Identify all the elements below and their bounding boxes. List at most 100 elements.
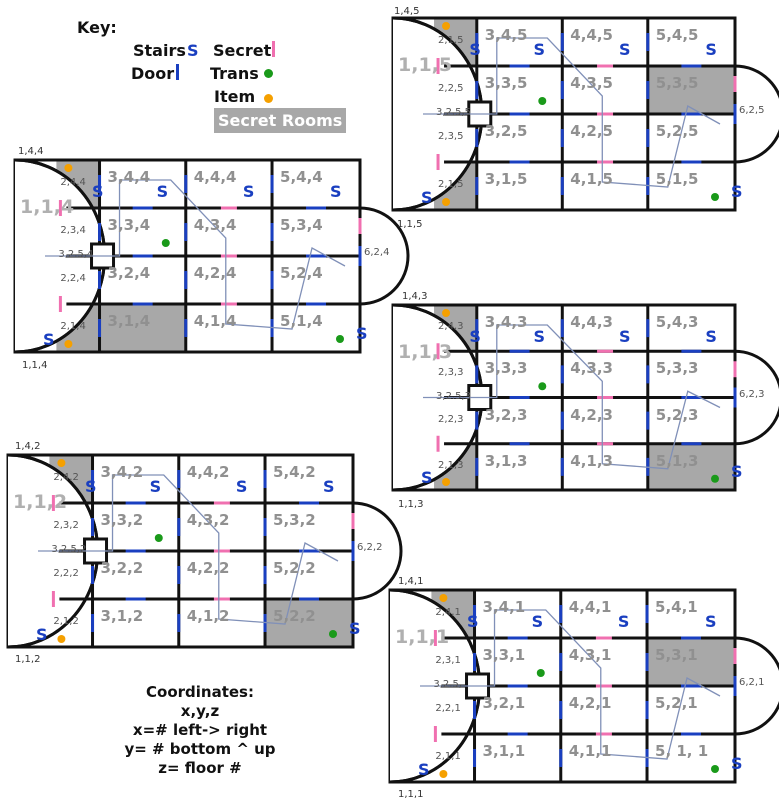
room-label: 3,1,5 (484, 170, 528, 188)
room-label: 3,2,4 (107, 264, 151, 282)
room-label: 2,3,2 (53, 520, 79, 531)
apse-label: 6,2,1 (739, 677, 765, 688)
room-label: 4,3,5 (570, 74, 613, 92)
apse-wall (734, 636, 779, 736)
center-label: 3,2.5, (433, 679, 463, 690)
room-label: 2,2,2 (53, 568, 79, 579)
stairs-icon: S (149, 477, 162, 496)
room-label: 4,3,1 (568, 646, 612, 664)
room-label: 3,4,2 (100, 463, 144, 481)
coordinates-legend: Coordinates: x,y,z x=# left-> right y= #… (95, 683, 305, 778)
apse-wall (734, 349, 779, 446)
stairs-icon: S (235, 477, 248, 496)
secret-room (647, 443, 735, 490)
room-label: 5,1,4 (280, 312, 323, 330)
stairs-icon: S (705, 40, 717, 59)
corner-label-top: 1,4,5 (394, 6, 420, 17)
stairs-icon: S (731, 462, 743, 481)
secret-rooms-swatch: Secret Rooms (214, 108, 347, 133)
room-label: 4,2,4 (193, 264, 237, 282)
room-label: 5,4,2 (273, 463, 316, 481)
room-label: 3,3,2 (100, 511, 144, 529)
corner-label-top: 1,4,3 (402, 291, 428, 302)
item-marker (57, 635, 66, 643)
room-label: 3,4,3 (484, 313, 528, 331)
corner-label-top: 1,4,1 (398, 576, 424, 587)
room-label: 4,4,2 (186, 463, 230, 481)
stairs-icon: S (469, 327, 481, 346)
room-label: 3,3,1 (482, 646, 526, 664)
room-label: 3,2,3 (484, 405, 528, 424)
center-label: 3,2.5,4 (58, 249, 94, 260)
room-label: 2,3,4 (60, 225, 86, 236)
secret-door-icon (272, 41, 275, 57)
room-label: 2,3,1 (435, 655, 461, 666)
secret-room (647, 638, 735, 686)
stairs-icon: S (36, 625, 48, 644)
room-label: 4,1,5 (570, 170, 613, 188)
stairs-icon: S (533, 40, 546, 59)
key-secret-label: Secret (213, 41, 272, 60)
room-label: 5,3,3 (655, 359, 699, 378)
apse-wall (359, 206, 410, 306)
item-marker (57, 459, 66, 467)
room-label: 2,2,4 (60, 273, 86, 284)
hall-label: 1,1,2 (13, 491, 68, 513)
room-label: 3,4,1 (482, 598, 526, 616)
stairs-icon: S (705, 327, 717, 346)
corner-label-bottom: 1,1,2 (15, 654, 41, 665)
corner-label-bottom: 1,1,4 (22, 360, 48, 371)
apse-label: 6,2,3 (739, 388, 765, 400)
key-item-label: Item (214, 87, 256, 106)
room-label: 4,2,3 (570, 405, 613, 424)
room-label: 5,3,4 (280, 216, 323, 234)
apse-wall (734, 64, 779, 164)
trans-marker (711, 765, 719, 773)
secret-room (647, 66, 735, 114)
item-marker (439, 594, 448, 602)
room-label: 3,3,3 (484, 359, 528, 378)
item-marker (442, 478, 451, 486)
room-label: 3,2,5 (484, 122, 528, 140)
item-marker (442, 198, 451, 206)
trans-marker (538, 97, 547, 105)
room-label: 3,2,1 (482, 694, 526, 712)
stairs-icon: S (469, 40, 481, 59)
item-marker (64, 340, 73, 348)
room-label: 5,4,5 (655, 26, 699, 44)
stairs-icon: S (242, 182, 255, 201)
room-label: 4,2,1 (568, 694, 612, 712)
room-label: 4,4,5 (570, 26, 613, 44)
room-label: 2,1,1 (435, 751, 461, 762)
route-line (423, 324, 721, 470)
trans-marker (336, 335, 344, 343)
stairs-icon: S (91, 182, 104, 201)
room-label: 4,1,3 (570, 451, 613, 470)
room-label: 2,4,1 (435, 607, 461, 618)
trans-icon (264, 69, 273, 78)
apse-label: 6,2,2 (357, 542, 383, 553)
room-label: 3,3,5 (484, 74, 528, 92)
room-label: 5,2,4 (280, 264, 323, 282)
coordinates-line-2: x=# left-> right (132, 721, 268, 739)
room-label: 3,3,4 (107, 216, 151, 234)
room-label: 5,2,2 (273, 559, 316, 577)
room-label: 4,4,1 (568, 598, 612, 616)
room-label: 4,2,5 (570, 122, 613, 140)
room-label: 5,1,3 (655, 451, 699, 470)
key-stairs-label: Stairs (133, 41, 186, 60)
item-icon (264, 94, 273, 103)
route-line (38, 474, 339, 625)
center-label: 3,2.5,5 (436, 107, 472, 118)
room-label: 2,1,4 (60, 321, 86, 332)
apse-label: 6,2,4 (364, 247, 390, 258)
room-label: 2,4,3 (438, 321, 464, 333)
item-marker (442, 22, 451, 30)
stairs-icon: S (619, 327, 631, 346)
corner-label-top: 1,4,2 (15, 441, 41, 452)
item-marker (442, 309, 451, 317)
key-title: Key: (77, 18, 117, 37)
trans-marker (538, 382, 547, 391)
stairs-icon: S (466, 612, 479, 631)
room-label: 5,3,2 (273, 511, 316, 529)
